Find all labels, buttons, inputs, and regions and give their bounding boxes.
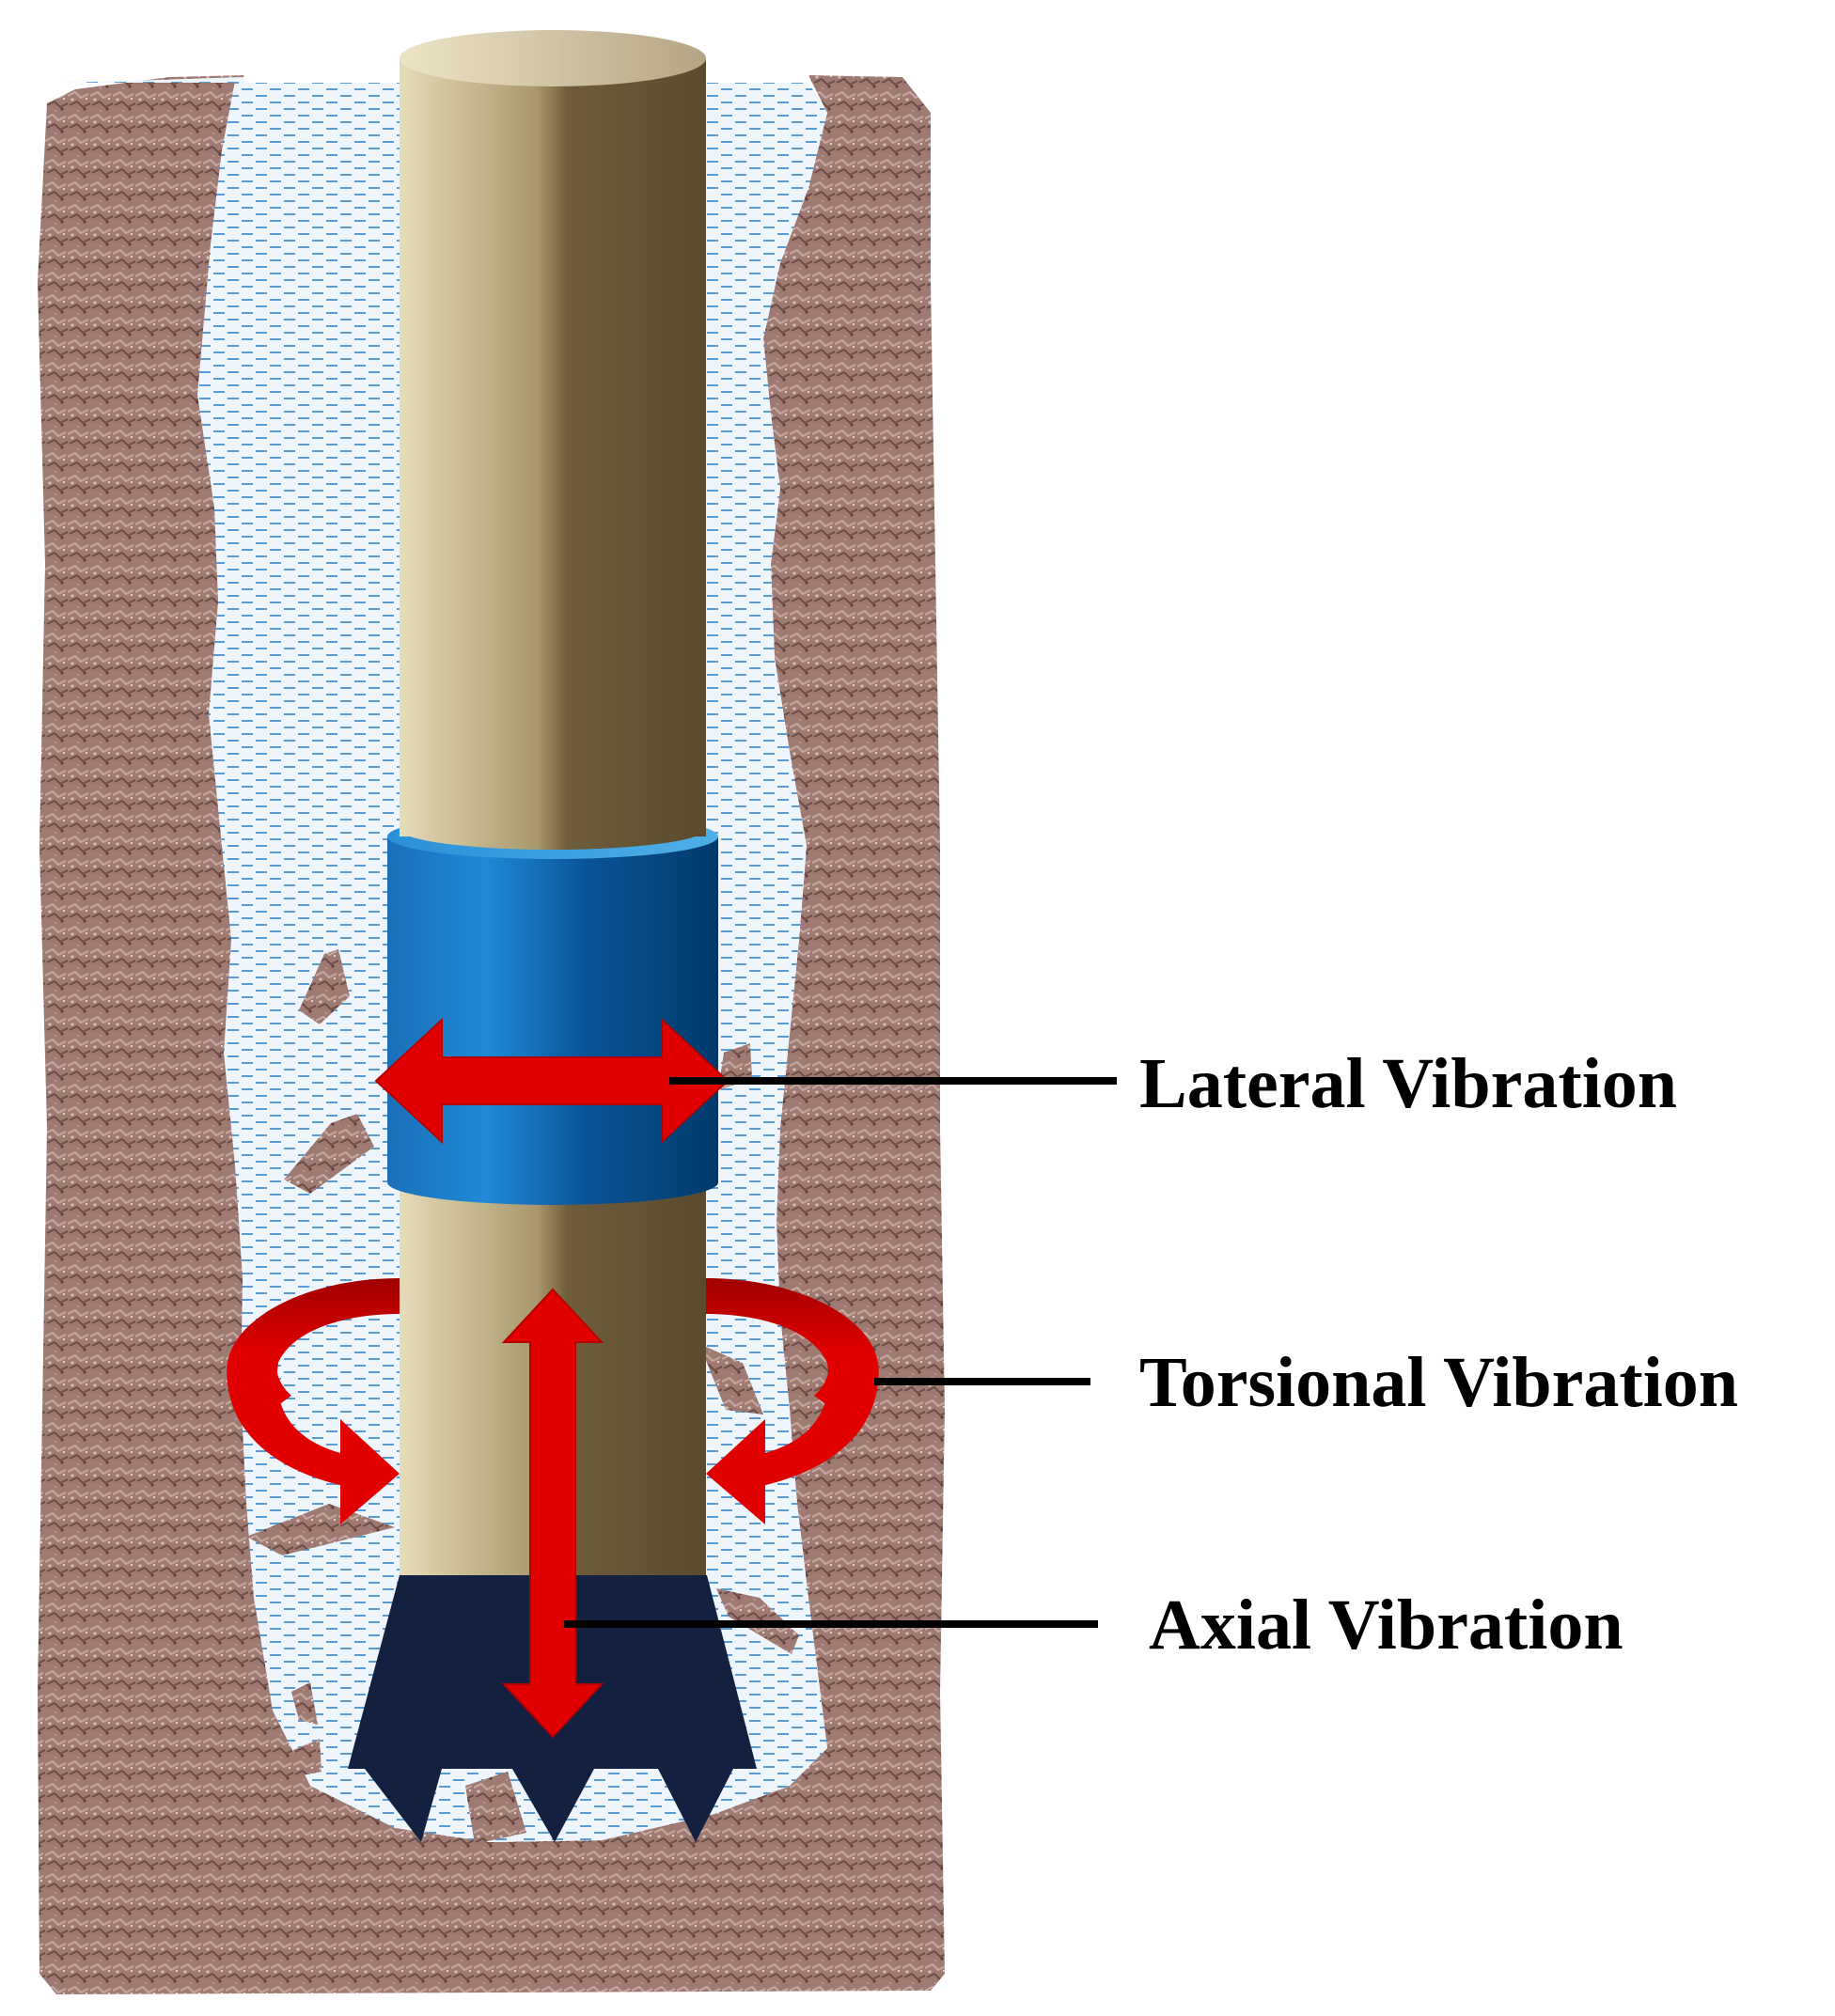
leader-lines [564,1077,1117,1628]
stabilizer [387,808,718,1205]
rock-cuttings [246,949,799,1897]
axial-vibration-label: Axial Vibration [1149,1586,1623,1664]
torsional-vibration-label: Torsional Vibration [1139,1343,1738,1422]
axial-arrow-icon [501,1288,604,1739]
lateral-vibration-label: Lateral Vibration [1139,1044,1677,1123]
torsional-arrow-icon [227,1278,879,1524]
